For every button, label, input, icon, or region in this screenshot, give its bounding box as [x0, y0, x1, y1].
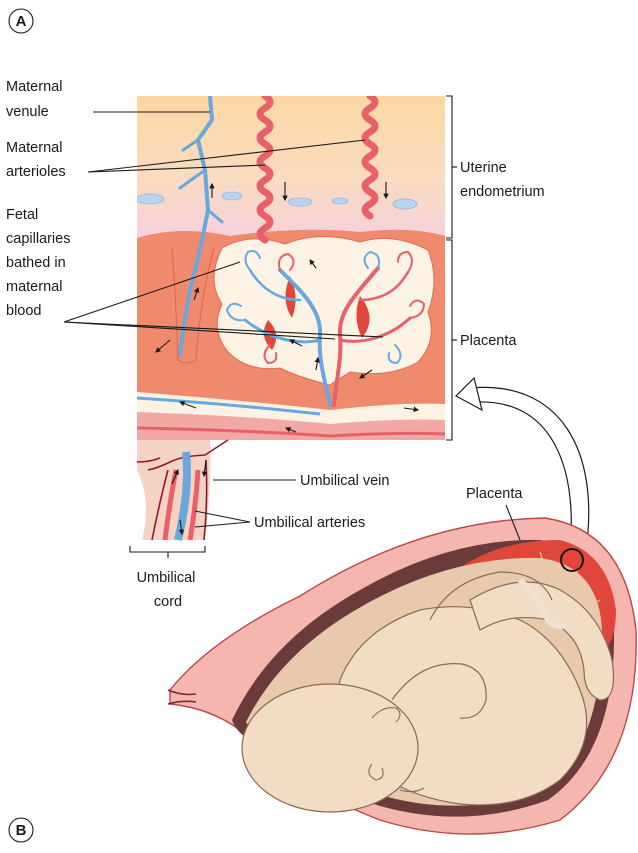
label-maternal-arterioles: Maternal arterioles	[6, 140, 66, 180]
uterus-with-fetus	[168, 518, 636, 834]
svg-text:A: A	[16, 13, 27, 30]
label-placenta-b: Placenta	[466, 486, 523, 502]
label-fetal-capillaries: Fetal capillaries bathed in maternal blo…	[6, 207, 75, 319]
svg-text:B: B	[16, 822, 27, 839]
label-umbilical-cord: Umbilical cord	[137, 570, 200, 610]
endometrium-bracket	[446, 96, 457, 238]
label-uterine-endometrium: Uterine endometrium	[460, 160, 545, 200]
label-maternal-venule: Maternal venule	[6, 79, 66, 120]
umbilical-cord-bracket	[130, 546, 205, 558]
placenta-bracket	[446, 240, 457, 440]
label-placenta-a: Placenta	[460, 333, 517, 349]
label-umbilical-arteries: Umbilical arteries	[254, 515, 365, 531]
panel-a-label: A	[9, 9, 33, 33]
placenta-cross-section	[136, 96, 445, 440]
panel-b-label: B	[9, 818, 33, 842]
label-umbilical-vein: Umbilical vein	[300, 473, 389, 489]
